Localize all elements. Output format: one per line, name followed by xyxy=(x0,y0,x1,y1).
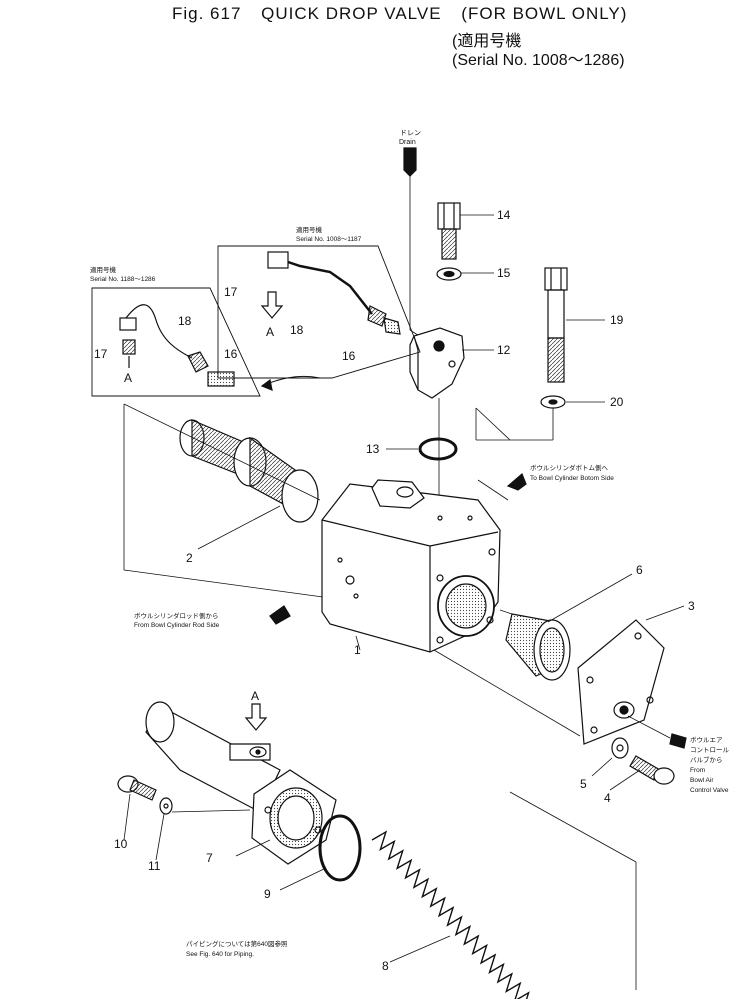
o-ring-9-icon xyxy=(318,814,362,882)
part-label-3: 3 xyxy=(688,599,695,613)
spring-8-icon xyxy=(371,830,539,999)
part-label-19: 19 xyxy=(610,313,624,327)
drain-block-12-icon xyxy=(409,327,465,399)
port-a-label: A xyxy=(124,371,132,385)
washer-5-icon xyxy=(611,737,629,759)
inset-right-en: Serial No. 1008～1187 xyxy=(296,236,362,243)
part-label-1: 1 xyxy=(354,643,361,657)
part-label-18a: 18 xyxy=(178,314,192,328)
part-label-5: 5 xyxy=(580,777,587,791)
air-en-2: Bowl Air xyxy=(690,777,714,784)
figure-qualifier: (FOR BOWL ONLY) xyxy=(461,4,628,23)
air-en-1: From xyxy=(690,767,705,774)
from-rod-en: From Bowl Cylinder Rod Side xyxy=(134,622,220,629)
part-label-4: 4 xyxy=(604,791,611,805)
part-labels: 14 15 12 19 20 13 2 1 6 3 5 4 10 11 7 9 … xyxy=(94,208,695,973)
inset-left-en: Serial No. 1188～1286 xyxy=(90,276,156,283)
port-a-down-arrow-icon xyxy=(260,291,284,319)
part-label-11: 11 xyxy=(148,859,161,873)
bolt-19-icon xyxy=(544,267,568,383)
o-ring-13-icon xyxy=(418,437,458,461)
part-label-2: 2 xyxy=(186,551,193,565)
part-label-10: 10 xyxy=(114,837,128,851)
serial-range-en: (Serial No. 1008～1286) xyxy=(452,52,625,69)
part-label-7: 7 xyxy=(206,851,213,865)
piping-note-jp: パイピングについては第640図参照 xyxy=(186,939,288,948)
port-a-down-arrow-icon xyxy=(244,703,268,731)
elbow-17-icon xyxy=(119,317,137,355)
drain-label-en: Drain xyxy=(399,139,416,146)
part-label-15: 15 xyxy=(497,266,511,280)
cylinder-7-icon xyxy=(145,701,337,865)
drain-label-jp: ドレン xyxy=(400,130,421,137)
washer-15-icon xyxy=(436,267,462,281)
part-label-13: 13 xyxy=(366,442,380,456)
inset-left-jp: 適用号機 xyxy=(90,265,117,274)
inset-serial-1008-box xyxy=(217,245,421,391)
air-jp-2: コントロール xyxy=(690,746,730,754)
bolt-4-icon xyxy=(629,755,675,785)
part-label-12: 12 xyxy=(497,343,511,357)
bolt-14-icon xyxy=(437,202,461,260)
figure-name: QUICK DROP VALVE xyxy=(261,4,442,23)
part-label-17a: 17 xyxy=(94,347,108,361)
sleeve-6-icon xyxy=(505,613,571,681)
part-label-6: 6 xyxy=(636,563,643,577)
washer-20-icon xyxy=(540,395,566,409)
washer-11-icon xyxy=(159,797,173,815)
port-a-label: A xyxy=(251,689,259,703)
air-en-3: Control Valve xyxy=(690,787,729,794)
port-a-label: A xyxy=(266,325,274,339)
part-label-16b: 16 xyxy=(342,349,356,363)
bolt-10-icon xyxy=(117,775,157,801)
air-jp-1: ボウルエア xyxy=(690,736,723,744)
cover-plate-3-icon xyxy=(577,619,665,745)
air-jp-3: バルブから xyxy=(690,755,723,764)
from-rod-arrow-icon xyxy=(269,605,291,625)
serial-range-jp: (適用号機 xyxy=(452,33,522,50)
part-label-18b: 18 xyxy=(290,323,304,337)
serial-range-header: (適用号機 (Serial No. 1008～1286) xyxy=(452,32,625,70)
to-bottom-jp: ボウルシリンダボトム側へ xyxy=(530,463,609,472)
part-label-16a: 16 xyxy=(224,347,238,361)
figure-number: Fig. 617 xyxy=(172,4,242,23)
piston-2-icon xyxy=(179,419,319,523)
inset-serial-1188-box xyxy=(91,287,261,397)
from-rod-jp: ボウルシリンダロッド側から xyxy=(134,611,219,620)
part-label-8: 8 xyxy=(382,959,389,973)
part-label-14: 14 xyxy=(497,208,511,222)
to-bottom-en: To Bowl Cylinder Botom Side xyxy=(530,475,614,482)
part-label-9: 9 xyxy=(264,887,271,901)
valve-body-1-icon xyxy=(321,479,501,653)
piping-note-en: See Fig. 640 for Piping. xyxy=(186,951,254,958)
drain-arrow-icon xyxy=(403,147,439,349)
connector-16-icon xyxy=(207,371,235,387)
figure-title: Fig. 617 QUICK DROP VALVE (FOR BOWL ONLY… xyxy=(172,4,641,24)
inset-right-jp: 適用号機 xyxy=(296,225,323,234)
part-label-20: 20 xyxy=(610,395,624,409)
to-bottom-arrow-icon xyxy=(506,472,527,491)
part-label-17b: 17 xyxy=(224,285,238,299)
